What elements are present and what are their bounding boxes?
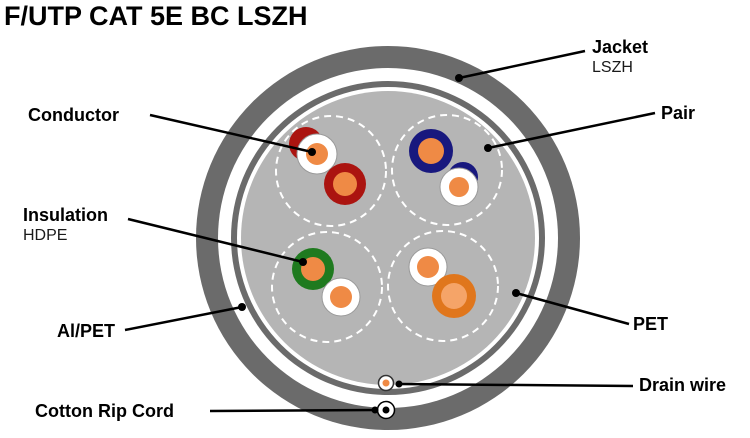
pair-green-white-conductor-core [330,286,352,308]
leader-lines [124,49,656,414]
pair-green-conductor-core [301,257,325,281]
pet-label: PET [633,314,668,334]
pair-blue-boundary [391,114,503,226]
alpet-label: Al/PET [57,321,115,341]
diagram-title: F/UTP CAT 5E BC LSZH [4,1,308,31]
pair-orange-conductor-core [441,283,467,309]
pair-blue [391,114,503,226]
pair-red-boundary [275,115,387,227]
pair-blue-white-conductor-core [449,177,469,197]
drain-wire-leader-line [398,382,634,388]
conductor-leader-line [149,113,313,154]
alpet-leader-line [124,305,243,332]
pair-red [275,115,387,227]
jacket-value: LSZH [592,59,633,76]
insulation-leader-dot [299,258,307,266]
drain-wire [377,374,395,392]
conductor-label: Conductor [28,105,119,125]
pet-leader-line [515,291,630,326]
drain-wire-leader-dot [395,380,403,388]
pair-orange-boundary [387,230,499,342]
pet-leader-dot [512,289,520,297]
cotton-rip-cord-leader-line [209,408,376,413]
cotton-rip-cord-label: Cotton Rip Cord [35,401,174,421]
jacket-leader-line [458,49,586,80]
pair-leader-dot [484,144,492,152]
jacket-leader-dot [455,74,463,82]
drain-wire-core [382,379,390,387]
alpet-leader-dot [238,303,246,311]
insulation-label: Insulation [23,205,108,225]
pair-orange-white-conductor-core [417,256,439,278]
cable-body [196,46,580,430]
cotton-rip-cord-center [382,406,390,414]
insulation-leader-line [127,217,304,264]
jacket-label: Jacket [592,37,648,57]
pair-leader-line [487,111,656,150]
inner-filler [241,91,535,385]
pair-green-boundary [271,231,383,343]
pair-orange [387,230,499,342]
drain-wire-label: Drain wire [639,375,726,395]
cotton-rip-cord [376,400,396,420]
pair-blue-conductor-core [418,138,444,164]
pair-label: Pair [661,103,695,123]
pair-red-conductor-core [333,172,357,196]
cotton-rip-cord-leader-dot [371,406,379,414]
insulation-value: HDPE [23,227,67,244]
conductor-leader-dot [308,148,316,156]
